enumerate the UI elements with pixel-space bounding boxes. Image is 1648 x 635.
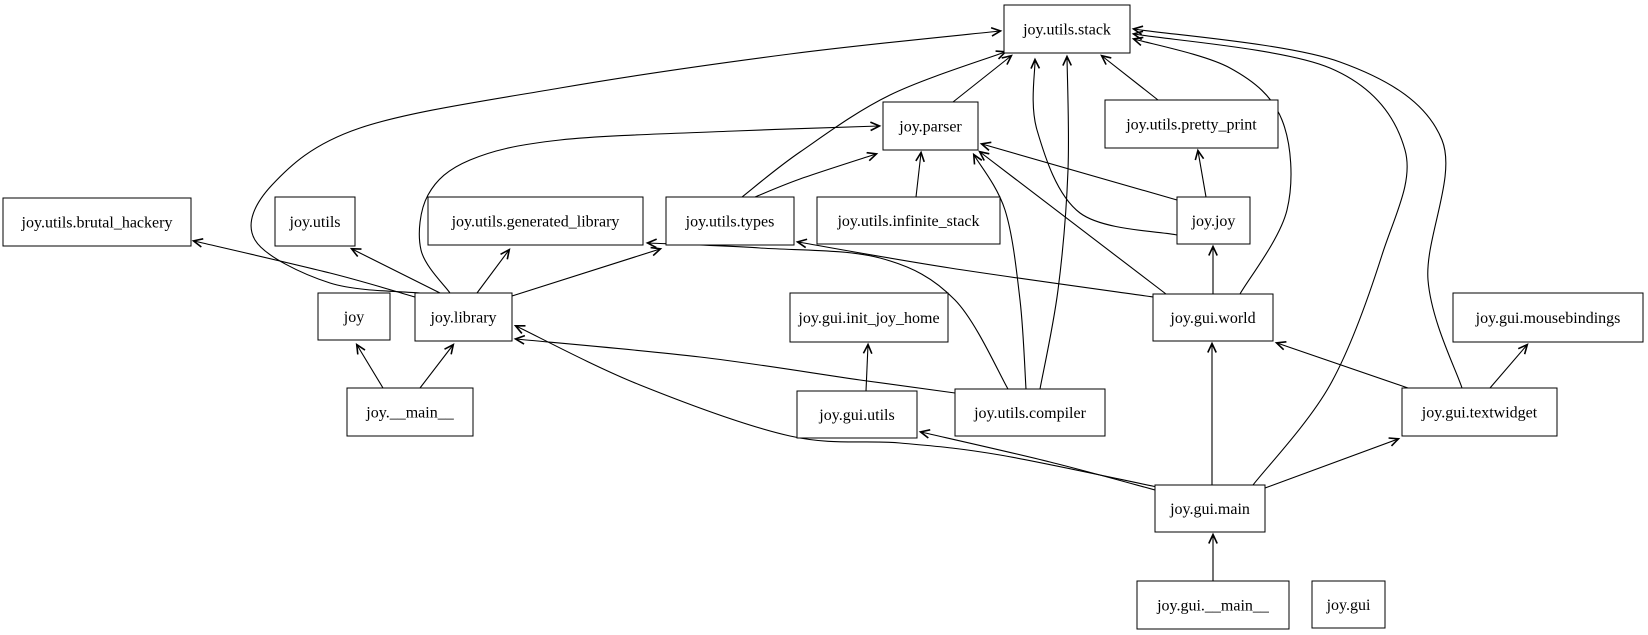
graph-node-joy-gui-utils: joy.gui.utils xyxy=(796,390,918,439)
edge-joy-utils-compiler-to-joy-utils-stack xyxy=(1039,54,1073,390)
graph-node-joy-gui-world: joy.gui.world xyxy=(1152,293,1274,342)
graph-node-joy-utils: joy.utils xyxy=(274,196,356,247)
node-label-joy-utils-pretty-print: joy.utils.pretty_print xyxy=(1125,117,1257,134)
node-label-joy-gui-init-joy-home: joy.gui.init_joy_home xyxy=(797,310,939,327)
edge-joy-gui-world-to-joy-parser xyxy=(978,150,1167,295)
graph-node-joy-joy: joy.joy xyxy=(1176,196,1251,245)
edge-joy-utils-compiler-to-joy-utils-generated-library xyxy=(645,238,1009,390)
edge-joy-utils-types-to-joy-utils-stack xyxy=(741,50,1008,198)
edge-joy-library-to-joy-utils-brutal-hackery xyxy=(191,238,416,298)
edge-joy-gui-world-to-joy-utils-stack xyxy=(1131,36,1292,295)
graph-node-joy-utils-brutal-hackery: joy.utils.brutal_hackery xyxy=(2,197,192,247)
graph-node-joy-utils-generated-library: joy.utils.generated_library xyxy=(427,196,644,246)
edge-joy-gui-main-to-joy-gui-textwidget xyxy=(1264,437,1401,489)
node-label-joy: joy xyxy=(343,309,364,326)
edge-joy-utils-infinite-stack-to-joy-parser xyxy=(915,150,925,198)
node-label-joy-joy: joy.joy xyxy=(1191,213,1236,230)
graph-node-joy-utils-infinite-stack: joy.utils.infinite_stack xyxy=(816,196,1001,245)
edge-joy-gui-textwidget-to-joy-utils-stack xyxy=(1131,25,1463,389)
graph-node-joy-gui-main: joy.gui.main xyxy=(1154,484,1266,533)
edge-joy-gui-world-to-joy-utils-types xyxy=(795,238,1154,298)
edge-joy-library-to-joy-utils-generated-library xyxy=(476,248,511,294)
node-box-joy xyxy=(317,292,391,341)
node-box-joy-gui-utils xyxy=(796,390,918,439)
node-box-joy-utils-brutal-hackery xyxy=(2,197,192,247)
edge-joy-utils-pretty-print-to-joy-utils-stack xyxy=(1100,54,1159,101)
node-box-joy-gui-main xyxy=(1136,580,1290,630)
node-box-joy-utils-types xyxy=(665,196,795,246)
node-box-joy-library xyxy=(414,292,513,342)
edge-joy-gui-main-to-joy-gui-utils xyxy=(918,429,1156,491)
edge-joy-joy-to-joy-utils-stack xyxy=(1030,57,1178,236)
node-label-joy-main: joy.__main__ xyxy=(365,405,454,422)
edge-joy-gui-main-to-joy-library xyxy=(513,324,1158,488)
edge-joy-gui-textwidget-to-joy-gui-world xyxy=(1274,340,1409,389)
node-box-joy-gui-mousebindings xyxy=(1452,292,1644,343)
graph-node-joy: joy xyxy=(317,292,391,341)
graph-node-joy-parser: joy.parser xyxy=(882,101,979,151)
edge-joy-library-to-joy-utils xyxy=(349,247,441,294)
edge-joy-library-to-joy-utils-types xyxy=(511,246,663,297)
edge-joy-joy-to-joy-utils-pretty-print xyxy=(1194,148,1207,198)
graph-node-joy-utils-stack: joy.utils.stack xyxy=(1003,4,1131,54)
edge-joy-joy-to-joy-parser xyxy=(979,141,1178,201)
node-box-joy-gui-init-joy-home xyxy=(789,292,949,343)
node-box-joy-gui-textwidget xyxy=(1401,387,1558,437)
node-label-joy-gui-textwidget: joy.gui.textwidget xyxy=(1421,405,1538,422)
edge-joy-gui-textwidget-to-joy-gui-mousebindings xyxy=(1489,343,1529,389)
node-box-joy-utils-pretty-print xyxy=(1104,99,1279,149)
node-label-joy-library: joy.library xyxy=(429,310,496,327)
edge-joy-parser-to-joy-utils-stack xyxy=(952,54,1013,103)
edge-joy-library-to-joy-parser xyxy=(418,121,882,294)
edge-joy-main-to-joy xyxy=(355,342,384,389)
node-label-joy-gui-world: joy.gui.world xyxy=(1169,310,1255,327)
graph-node-joy-utils-types: joy.utils.types xyxy=(665,196,795,246)
node-label-joy-utils-infinite-stack: joy.utils.infinite_stack xyxy=(836,213,979,230)
edge-joy-main-to-joy-library xyxy=(419,343,455,389)
graph-node-joy-utils-compiler: joy.utils.compiler xyxy=(954,388,1106,437)
graph-node-joy-main: joy.__main__ xyxy=(346,387,474,437)
node-label-joy-gui-main: joy.gui.main xyxy=(1169,501,1250,518)
graph-node-joy-gui: joy.gui xyxy=(1311,580,1386,629)
node-label-joy-utils-compiler: joy.utils.compiler xyxy=(973,405,1087,422)
edge-joy-utils-compiler-to-joy-library xyxy=(513,334,956,394)
graph-node-joy-gui-init-joy-home: joy.gui.init_joy_home xyxy=(789,292,949,343)
node-box-joy-parser xyxy=(882,101,979,151)
graph-node-joy-utils-pretty-print: joy.utils.pretty_print xyxy=(1104,99,1279,149)
edge-joy-gui-utils-to-joy-gui-init-joy-home xyxy=(862,342,873,392)
node-label-joy-utils-stack: joy.utils.stack xyxy=(1022,22,1111,39)
node-box-joy-joy xyxy=(1176,196,1251,245)
graph-node-joy-library: joy.library xyxy=(414,292,513,342)
node-box-joy-utils xyxy=(274,196,356,247)
node-box-joy-utils-generated-library xyxy=(427,196,644,246)
node-label-joy-gui-main: joy.gui.__main__ xyxy=(1156,598,1270,615)
node-label-joy-gui: joy.gui xyxy=(1326,597,1371,614)
node-box-joy-utils-stack xyxy=(1003,4,1131,54)
node-box-joy-utils-infinite-stack xyxy=(816,196,1001,245)
node-label-joy-utils: joy.utils xyxy=(289,214,341,231)
node-box-joy-main xyxy=(346,387,474,437)
edge-joy-utils-compiler-to-joy-parser xyxy=(972,152,1027,390)
edges-layer xyxy=(191,25,1529,581)
node-box-joy-gui-main xyxy=(1154,484,1266,533)
node-label-joy-gui-mousebindings: joy.gui.mousebindings xyxy=(1475,310,1621,327)
node-label-joy-utils-generated-library: joy.utils.generated_library xyxy=(451,214,620,231)
edge-joy-utils-types-to-joy-parser xyxy=(754,151,879,198)
graph-node-joy-gui-textwidget: joy.gui.textwidget xyxy=(1401,387,1558,437)
node-label-joy-utils-brutal-hackery: joy.utils.brutal_hackery xyxy=(21,215,173,232)
graph-node-joy-gui-mousebindings: joy.gui.mousebindings xyxy=(1452,292,1644,343)
node-box-joy-utils-compiler xyxy=(954,388,1106,437)
node-label-joy-parser: joy.parser xyxy=(898,119,962,136)
edge-joy-gui-main-to-joy-utils-stack xyxy=(1131,30,1408,486)
node-label-joy-gui-utils: joy.gui.utils xyxy=(818,407,894,424)
edge-joy-library-to-joy-utils-stack xyxy=(250,26,1003,294)
graph-node-joy-gui-main: joy.gui.__main__ xyxy=(1136,580,1290,630)
nodes-layer: joy.utils.stack joy.parser joy.utils.prett… xyxy=(2,4,1644,630)
node-box-joy-gui-world xyxy=(1152,293,1274,342)
node-box-joy-gui xyxy=(1311,580,1386,629)
node-label-joy-utils-types: joy.utils.types xyxy=(685,214,775,231)
